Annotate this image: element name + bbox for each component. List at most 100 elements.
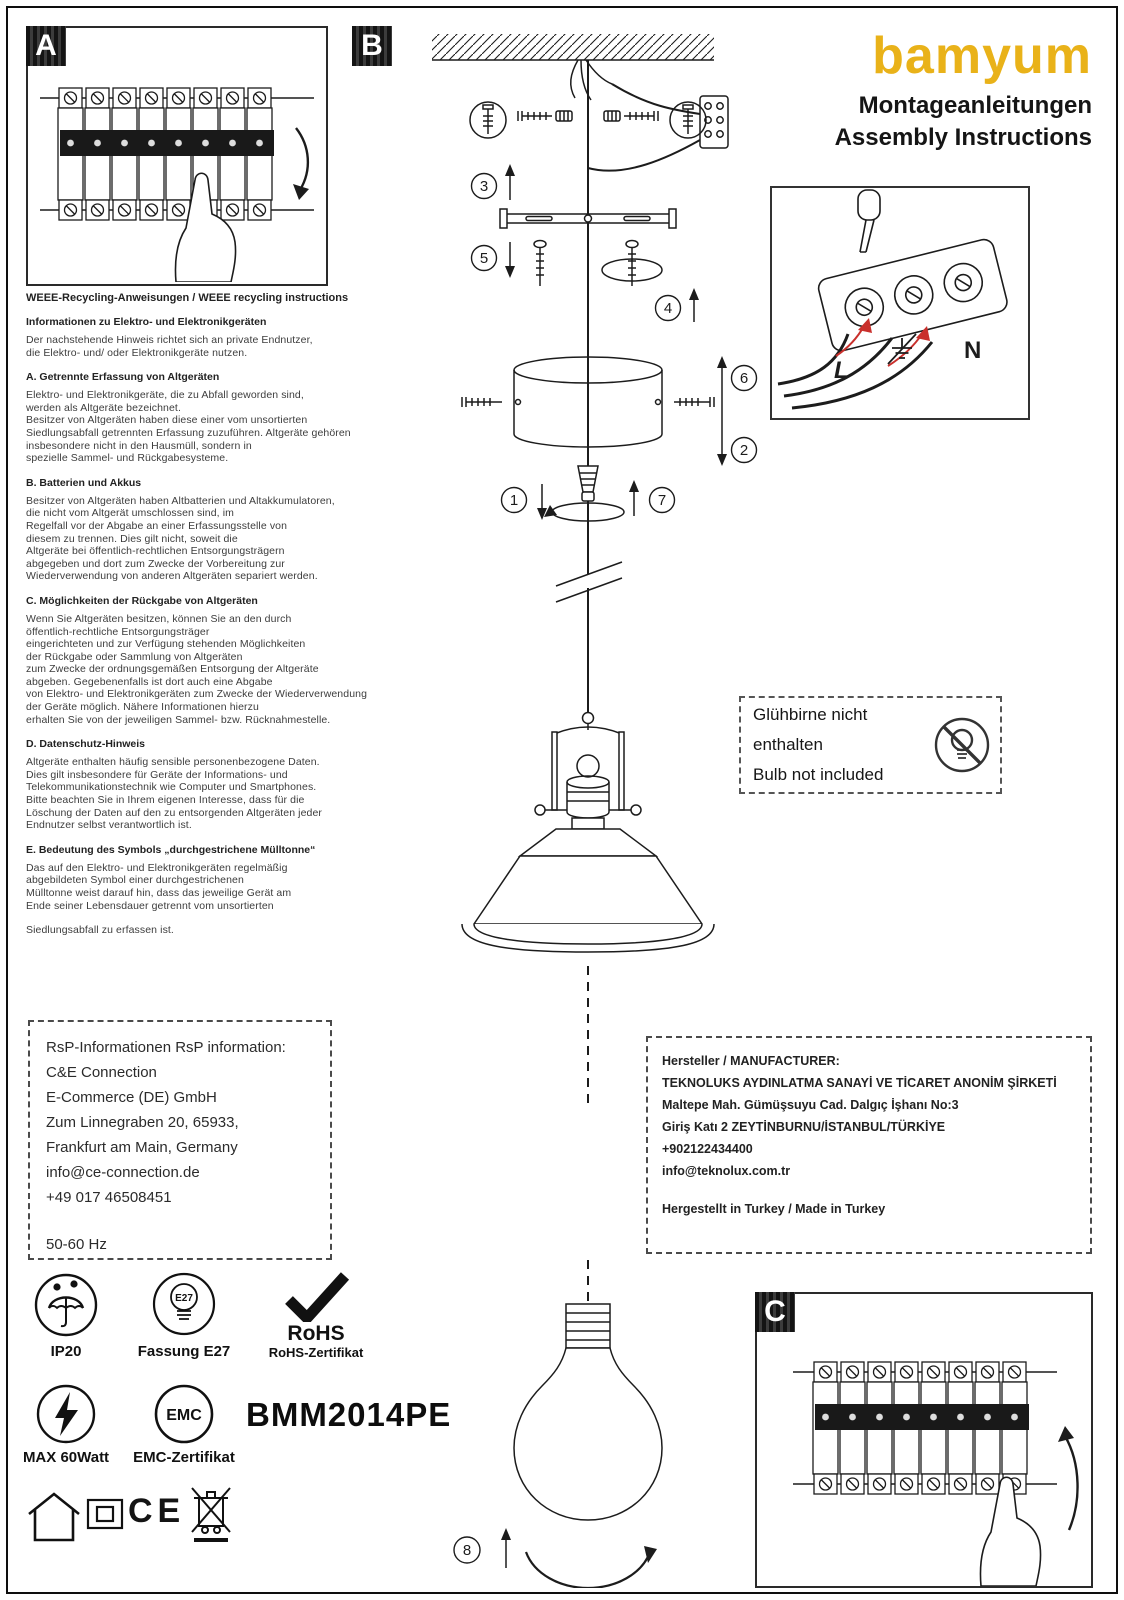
made-in-line: Hergestellt in Turkey / Made in Turkey [662,1202,886,1216]
ip-rating-block: IP20 [20,1270,112,1360]
weee-body-a: Elektro- und Elektronikgeräte, die zu Ab… [26,389,351,465]
emc-block: EMC EMC-Zertifikat [126,1382,242,1466]
breaker-band [815,1404,1029,1430]
rohs-title: RoHS [287,1322,345,1345]
weee-title: WEEE-Recycling-Anweisungen / WEEE recycl… [26,292,349,304]
step-5: 5 [480,250,488,267]
rsp-line: C&E Connection [46,1064,157,1081]
wire-connector [699,95,729,149]
wiring-arrows [835,318,930,367]
step-arrows [501,164,727,1568]
emc-icon-text: EMC [166,1407,202,1424]
ce-mark: CE [128,1492,186,1530]
rsp-line: Zum Linnegraben 20, 65933, [46,1114,239,1131]
rsp-info-box: RsP-Informationen RsP information: C&E C… [28,1020,332,1260]
screwdriver-icon [857,189,881,253]
terminal-l-label: L [834,357,849,384]
rohs-label: RoHS-Zertifikat [268,1345,364,1361]
weee-heading-a: A. Getrennte Erfassung von Altgeräten [26,371,220,384]
check-icon [285,1272,349,1322]
step-numbers [453,172,758,1564]
bulb-not-included-box: Glühbirne nicht enthalten Bulb not inclu… [739,696,1002,794]
weee-footer: Siedlungsabfall zu erfassen ist. [26,924,174,937]
panel-a-label: A [26,26,66,66]
breaker-diagram-a [40,87,314,282]
step-4: 4 [664,300,672,317]
rsp-frequency: 50-60 Hz [46,1236,107,1253]
brand-logo: bamyum [872,27,1092,85]
bulb-notice-de: Glühbirne nicht enthalten [753,705,868,754]
ip-rating-label: IP20 [50,1343,82,1360]
emc-icon: EMC [154,1384,214,1444]
cord-grip [544,465,625,522]
screw-detail-left [469,101,573,139]
manufacturer-line: Maltepe Mah. Gümüşsuyu Cad. Dalgıç İşhan… [662,1098,959,1112]
weee-heading-b: B. Batterien und Akkus [26,476,142,489]
bulb-rotate-arrow [524,1546,657,1588]
panel-c: C [755,1292,1093,1588]
rotate-arrow [601,258,663,282]
socket-label: Fassung E27 [137,1343,231,1360]
step-8: 8 [463,1542,471,1559]
model-number: BMM2014PE [246,1396,452,1433]
manufacturer-email: info@teknolux.com.tr [662,1164,791,1178]
step-1: 1 [510,492,518,509]
panel-c-label: C [755,1292,795,1332]
step-7: 7 [658,492,666,509]
max-watt-block: MAX 60Watt [20,1382,112,1466]
lamp-cage [534,711,642,819]
rohs-block: RoHS RoHS-Zertifikat [254,1272,378,1360]
weee-body-c: Wenn Sie Altgeräten besitzen, können Sie… [26,612,368,726]
pointing-hand-icon [979,1476,1042,1586]
terminal-n-label: N [964,337,981,364]
weee-heading-c: C. Möglichkeiten der Rückgabe von Altger… [26,594,258,607]
weee-heading-info: Informationen zu Elektro- und Elektronik… [26,316,267,328]
wiring-detail-inset: L N [770,186,1030,420]
inset-wires [777,333,934,410]
assembly-diagram: 3 5 4 6 2 1 7 8 [432,34,758,1588]
socket-block: E27 Fassung E27 [126,1270,242,1360]
weee-bin-icon [191,1487,231,1542]
panel-b-label: B [352,26,392,66]
bulb-notice-en: Bulb not included [753,765,884,784]
brand-block: bamyum Montageanleitungen Assembly Instr… [835,30,1092,153]
emc-label: EMC-Zertifikat [133,1449,235,1466]
screw-detail-right [603,101,707,139]
e27-icon-text: E27 [175,1293,193,1304]
rsp-line: Frankfurt am Main, Germany [46,1139,238,1156]
bulb-drawing [513,1303,663,1521]
rsp-line: RsP-Informationen RsP information: [46,1039,286,1056]
panel-a: A [26,26,328,286]
lamp-shade [461,817,715,953]
weee-text: WEEE-Recycling-Anweisungen / WEEE recycl… [26,292,438,937]
e27-bulb-icon: E27 [152,1272,216,1336]
step-3: 3 [480,178,488,195]
rsp-email: info@ce-connection.de [46,1164,200,1181]
max-watt-label: MAX 60Watt [22,1449,110,1466]
lightning-icon [36,1384,96,1444]
manufacturer-line: TEKNOLUKS AYDINLATMA SANAYİ VE TİCARET A… [662,1076,1057,1090]
breaker-diagram-c [793,1361,1079,1586]
weee-body-b: Besitzer von Altgeräten haben Altbatteri… [26,494,335,583]
step-2: 2 [740,442,748,459]
wiring-detail-drawing: L N [777,189,1008,410]
weee-heading-e: E. Bedeutung des Symbols „durchgestriche… [26,843,316,856]
earth-icon [887,333,917,365]
ceiling-hatch [432,34,714,60]
umbrella-drops-icon [34,1273,98,1337]
step-6: 6 [740,370,748,387]
breaker-band [60,130,274,156]
weee-body-info: Der nachstehende Hinweis richtet sich an… [26,334,313,359]
manufacturer-title: Hersteller / MANUFACTURER: [662,1054,840,1068]
double-square-icon [86,1498,124,1530]
manufacturer-line: Giriş Katı 2 ZEYTİNBURNU/İSTANBUL/TÜRKİY… [662,1120,946,1134]
crossed-bulb-icon [934,717,990,773]
terminal-block [817,238,1008,352]
brand-subtitle-en: Assembly Instructions [834,124,1092,151]
curved-arrow-icon [293,127,310,200]
rsp-phone: +49 017 46508451 [46,1189,172,1206]
supply-wires [570,59,613,101]
manufacturer-box: Hersteller / MANUFACTURER: TEKNOLUKS AYD… [646,1036,1092,1254]
breaker-toggles [67,139,263,147]
